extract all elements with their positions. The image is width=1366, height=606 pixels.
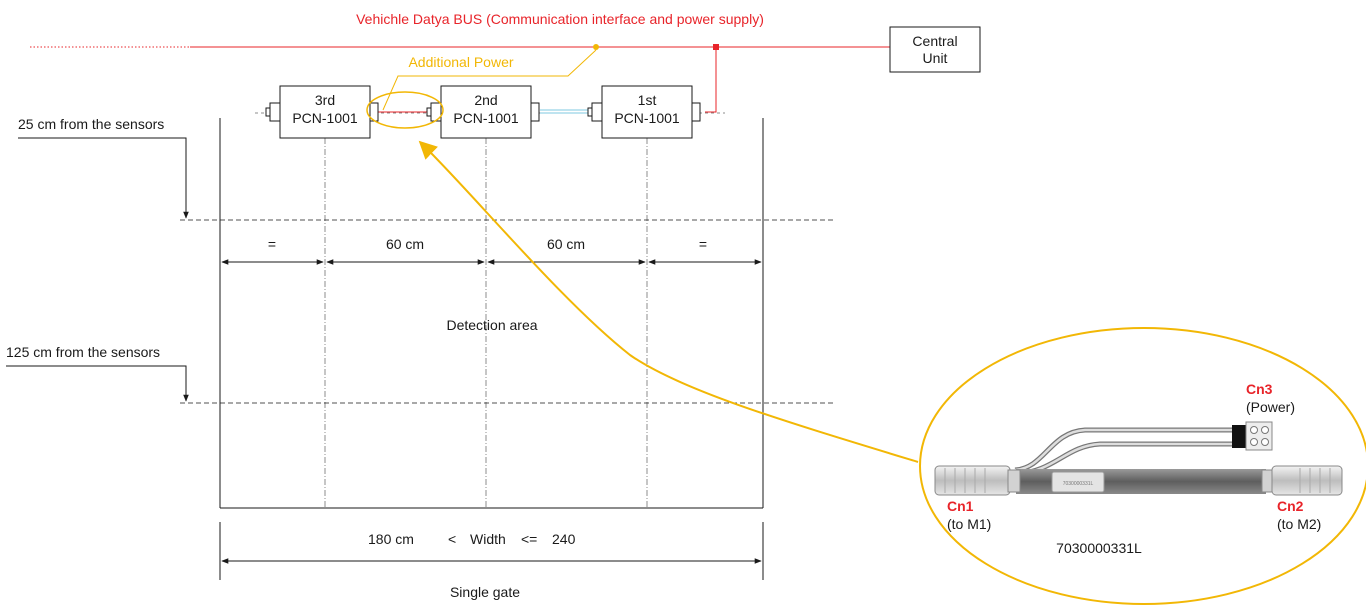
near-level-arrow [18, 137, 189, 219]
spacing-outer-left: = [268, 236, 276, 252]
gate-frame [219, 118, 764, 509]
cn1-name: Cn1 [947, 498, 974, 514]
sensor-3rd-order: 3rd [315, 92, 335, 108]
sensor-3rd[interactable]: 3rd PCN-1001 [265, 85, 379, 139]
width-word: Width [470, 531, 506, 547]
detail-pointer-arrow [418, 140, 919, 463]
cn1-desc: (to M1) [947, 516, 991, 532]
cn2-name: Cn2 [1277, 498, 1304, 514]
far-level-arrow [6, 365, 189, 402]
sensor-1st-order: 1st [638, 92, 657, 108]
additional-power-label: Additional Power [408, 54, 513, 70]
width-le: <= [521, 531, 537, 547]
sensor-2nd-order: 2nd [474, 92, 497, 108]
width-min: 180 cm [368, 531, 414, 547]
central-unit-line2: Unit [923, 50, 948, 66]
sensor-2nd[interactable]: 2nd PCN-1001 [426, 85, 540, 139]
sensor-2nd-model: PCN-1001 [453, 110, 519, 126]
bus-label: Vehichle Datya BUS (Communication interf… [356, 11, 764, 27]
connector-cn2-body [1271, 465, 1343, 496]
central-unit[interactable]: Central Unit [889, 26, 981, 73]
gate-label: Single gate [450, 584, 520, 600]
cn2-desc: (to M2) [1277, 516, 1321, 532]
far-level-label: 125 cm from the sensors [6, 344, 160, 360]
cable-illustration: 7030000331L [934, 421, 1343, 496]
power-terminal [1245, 421, 1273, 451]
width-max: 240 [552, 531, 576, 547]
cable-part-number: 7030000331L [1056, 540, 1142, 556]
cn3-desc: (Power) [1246, 399, 1295, 415]
sensor-3rd-model: PCN-1001 [292, 110, 358, 126]
cable-sleeve-text: 7030000331L [1063, 481, 1094, 487]
connector-cn1-body [934, 465, 1011, 496]
bus-junction [713, 44, 719, 50]
spacing-gap-2: 60 cm [547, 236, 585, 252]
spacing-gap-1: 60 cm [386, 236, 424, 252]
spacing-outer-right: = [699, 236, 707, 252]
power-plug-body [1232, 425, 1246, 448]
connection-highlight [366, 91, 444, 129]
sensor-1st-model: PCN-1001 [614, 110, 680, 126]
cn3-name: Cn3 [1246, 381, 1273, 397]
cable-sleeve [1051, 471, 1105, 493]
width-lt: < [448, 531, 456, 547]
power-tap-dot [593, 44, 599, 50]
near-level-label: 25 cm from the sensors [18, 116, 164, 132]
cable-detail-ellipse [919, 327, 1366, 605]
sensor-1st[interactable]: 1st PCN-1001 [587, 85, 701, 139]
vehicle-bus [30, 44, 890, 113]
central-unit-line1: Central [912, 33, 957, 49]
detection-area-label: Detection area [446, 317, 537, 333]
